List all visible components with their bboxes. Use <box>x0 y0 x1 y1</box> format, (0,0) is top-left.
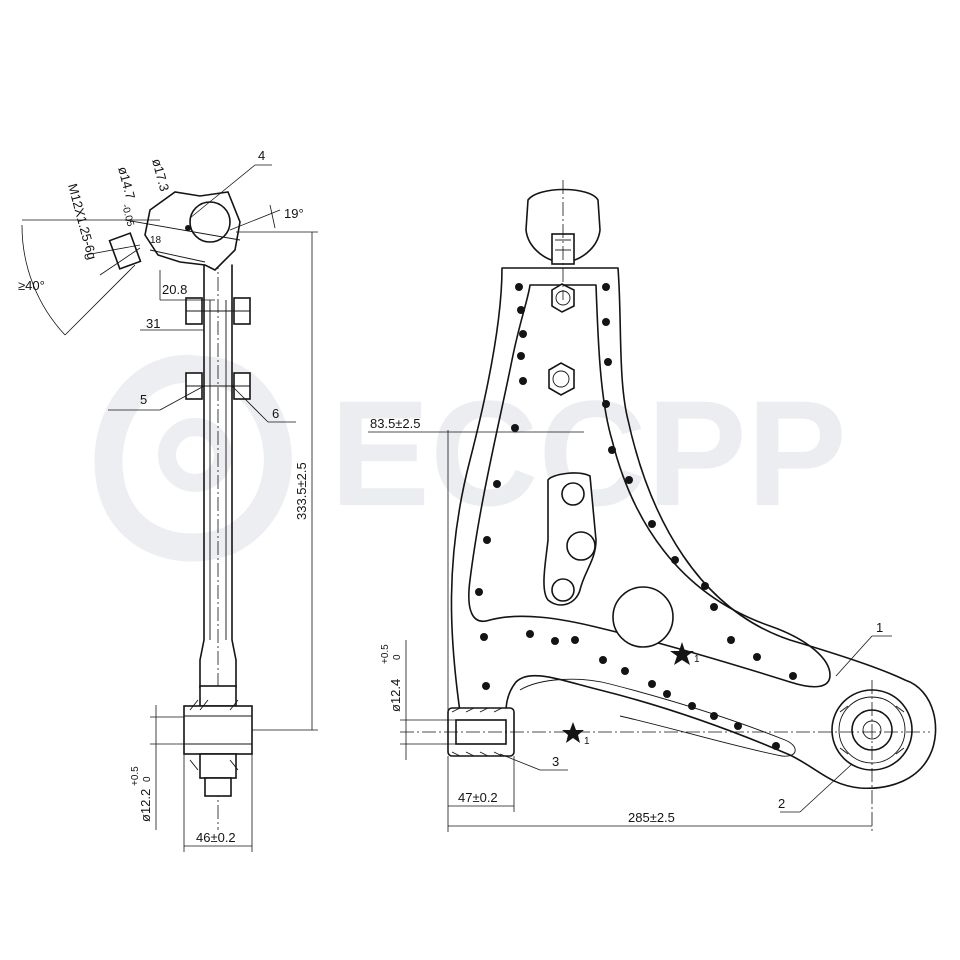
front-dim-offset: 83.5±2.5 <box>370 416 421 431</box>
side-bolt-upper <box>185 297 251 325</box>
side-bushing <box>183 685 253 797</box>
side-callout-5: 5 <box>140 392 147 407</box>
side-dim-dia-a-tol: -0.05 <box>119 203 136 228</box>
front-arm-lower-flange <box>519 678 796 757</box>
front-dim-bush-len: 47±0.2 <box>458 790 498 805</box>
front-plate-hole-1 <box>561 482 585 506</box>
side-rod-outline <box>199 264 237 689</box>
side-dim-bush-dia-tol-bot: 0 <box>142 776 153 782</box>
front-view: 1 1 83.5±2.5 ø12.4 +0.5 0 47±0.2 285±2.5… <box>368 180 937 832</box>
front-plate-hole-2 <box>566 531 596 561</box>
side-rod-inner <box>209 300 227 640</box>
front-nut-lower <box>548 362 575 396</box>
front-dim-bush-dia: ø12.4 <box>388 679 403 712</box>
front-star-mark-1: 1 <box>670 642 700 665</box>
side-dim-dia-a: ø14.7 <box>115 165 138 201</box>
side-callout-6: 6 <box>272 406 279 421</box>
front-dim-span: 285±2.5 <box>628 810 675 825</box>
side-dim-angle-min: ≥40° <box>18 278 45 293</box>
svg-text:1: 1 <box>584 736 590 747</box>
front-callout-1: 1 <box>876 620 883 635</box>
side-dim-total: 333.5±2.5 <box>294 462 309 520</box>
svg-text:1: 1 <box>694 654 700 665</box>
side-dim-bush-dia-tol-top: +0.5 <box>130 766 141 786</box>
front-callout-3: 3 <box>552 754 559 769</box>
watermark-logo <box>94 354 292 562</box>
front-dim-bush-dia-tol-bot: 0 <box>392 654 403 660</box>
side-dim-tilt: 19° <box>284 206 304 221</box>
side-ball-joint <box>108 191 241 271</box>
front-star-mark-2: 1 <box>562 722 590 747</box>
side-dim-bush-dia: ø12.2 <box>138 789 153 822</box>
side-dim-thread: M12X1.25-6g <box>65 182 100 261</box>
front-callout-2: 2 <box>778 796 785 811</box>
side-dim-208: 20.8 <box>162 282 187 297</box>
front-center-hole <box>612 586 674 648</box>
front-arm-outline <box>450 267 937 790</box>
side-dim-31: 31 <box>146 316 160 331</box>
side-dim-18: 18 <box>150 235 162 246</box>
side-dim-dia-b: ø17.3 <box>149 157 172 193</box>
front-plate-hole-3 <box>551 578 575 602</box>
front-arm-inner-flange <box>468 284 831 688</box>
side-callout-4: 4 <box>258 148 265 163</box>
front-rivet-holes <box>475 283 797 750</box>
side-dim-bush-width: 46±0.2 <box>196 830 236 845</box>
front-dim-bush-dia-tol-top: +0.5 <box>380 644 391 664</box>
